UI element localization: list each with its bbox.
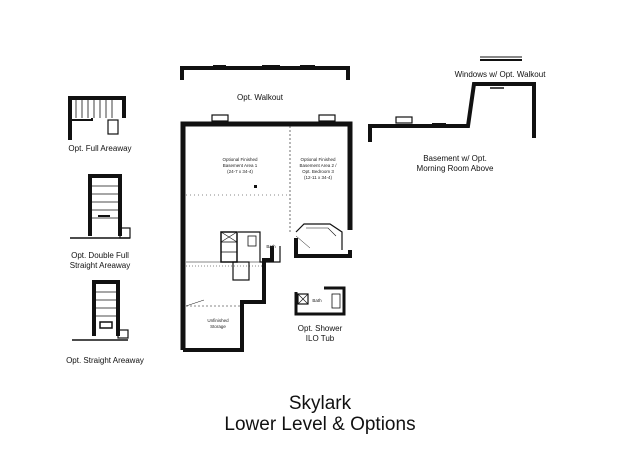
area1-label-3: (24-7 x 34-4) <box>227 169 253 174</box>
bath-opt-label: Bath <box>312 298 322 303</box>
basement-opt-label-1: Basement w/ Opt. <box>423 154 487 163</box>
opt-double-full-label-2: Straight Areaway <box>69 261 131 270</box>
opt-walkout-label: Opt. Walkout <box>237 93 283 102</box>
area2-label-2: Basement Area 2 / <box>299 163 337 168</box>
plan-title-line1: Skylark <box>288 393 352 414</box>
unfinished-label-1: Unfinished <box>207 318 229 323</box>
bath-label: Bath <box>266 244 276 249</box>
unfinished-label-2: Storage <box>210 324 226 329</box>
full-areaway <box>68 96 126 140</box>
opt-full-areaway-label: Opt. Full Areaway <box>68 144 132 153</box>
plan-title-line2: Lower Level & Options <box>224 414 416 435</box>
area1-label-1: Optional Finished <box>222 157 258 162</box>
area2-label-1: Optional Finished <box>300 157 336 162</box>
basement-opt-label-2: Morning Room Above <box>416 164 494 173</box>
straight-areaway <box>72 280 129 341</box>
opt-shower-label-1: Opt. Shower <box>297 324 343 333</box>
double-full-areaway <box>70 174 131 239</box>
opt-shower-plan <box>294 286 346 316</box>
opt-straight-areaway-label: Opt. Straight Areaway <box>66 356 144 365</box>
main-basement-walls <box>180 114 353 352</box>
area1-label-2: Basement Area 1 <box>222 163 258 168</box>
opt-walkout-wall <box>180 65 350 80</box>
windows-walkout-label: Windows w/ Opt. Walkout <box>454 70 546 79</box>
opt-shower-label-2: ILO Tub <box>305 334 335 343</box>
morning-room-walls <box>368 56 536 142</box>
opt-double-full-label-1: Opt. Double Full <box>71 251 129 260</box>
area2-label-4: (12-11 x 34-4) <box>304 175 332 180</box>
area2-label-3: Opt. Bedroom 3 <box>302 169 334 174</box>
